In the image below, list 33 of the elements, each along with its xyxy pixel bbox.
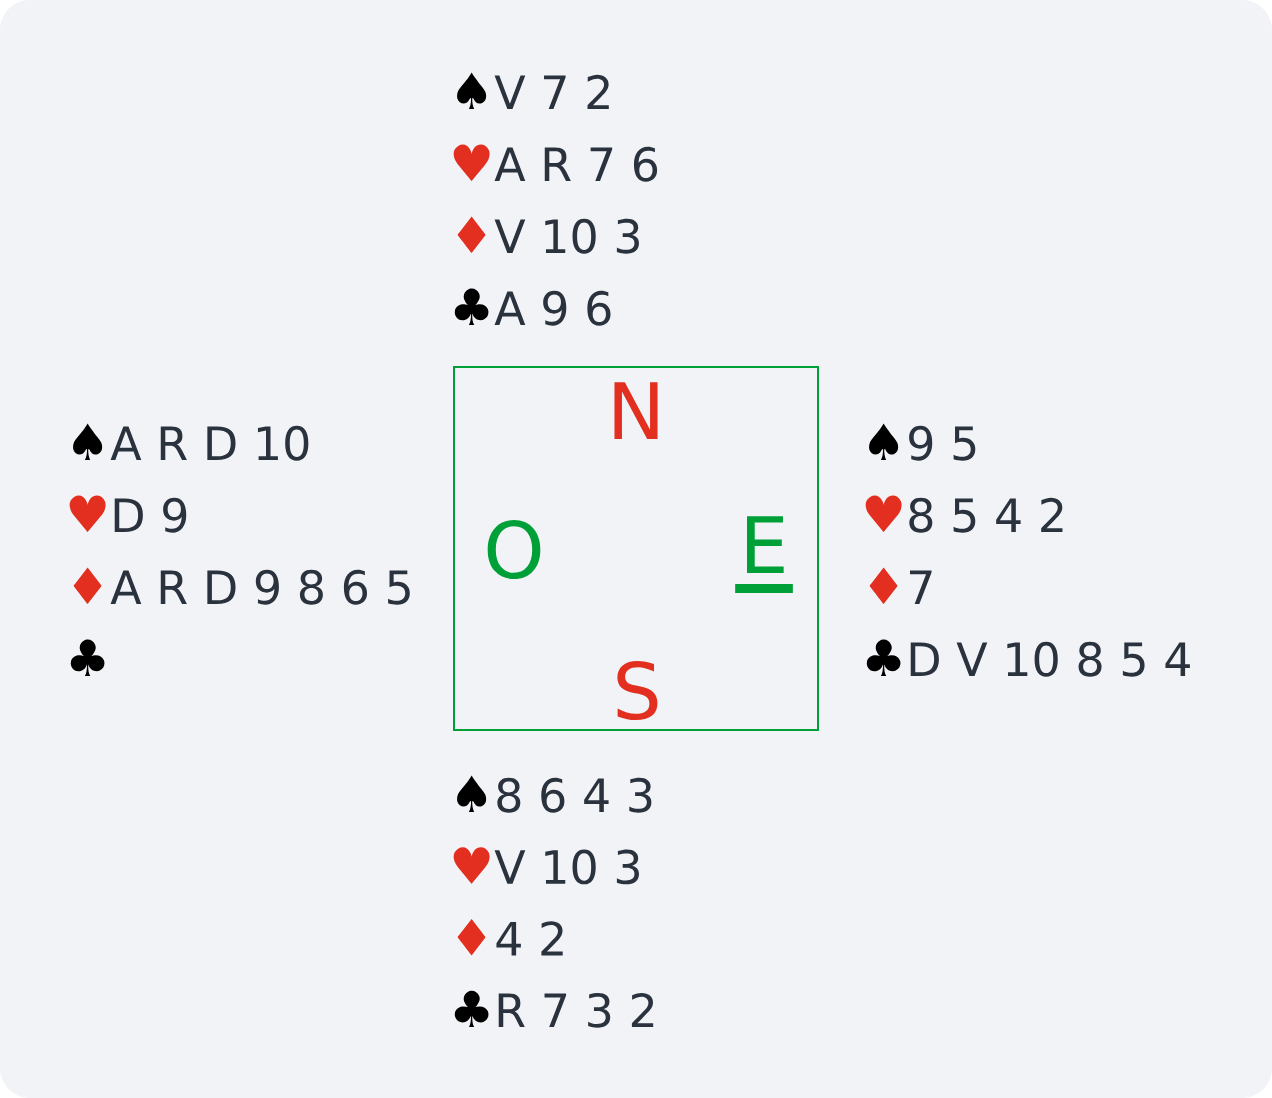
- compass-box: [453, 366, 819, 731]
- suit-symbol: ♦: [869, 567, 898, 604]
- card-ranks: A R D 10: [110, 425, 309, 461]
- suit-symbol: ♥: [69, 495, 106, 532]
- card-ranks: 7: [910, 570, 932, 604]
- card-ranks: V 10 3: [494, 849, 639, 885]
- seat-letter: S: [617, 661, 658, 721]
- seat-letter: O: [487, 520, 541, 580]
- suit-symbol: ♣: [454, 990, 489, 1028]
- card-ranks: R 7 3 2: [498, 992, 654, 1028]
- suit-symbol: ♥: [453, 847, 490, 884]
- suit-symbol: ♠: [457, 72, 487, 109]
- suit-symbol: ♦: [457, 919, 486, 956]
- card-ranks: A R 7 6: [494, 146, 658, 182]
- card-ranks: D V 10 8 5 4: [910, 641, 1190, 677]
- suit-symbol: ♥: [865, 495, 902, 532]
- card-ranks: A R D 9 8 6 5: [110, 569, 410, 605]
- seat-letter: E: [735, 516, 793, 593]
- card-ranks: D 9: [114, 497, 187, 533]
- suit-symbol: ♥: [453, 144, 490, 181]
- card-ranks: 9 5: [909, 425, 976, 461]
- suit-symbol: ♦: [457, 216, 486, 253]
- seat-letter: N: [614, 382, 658, 439]
- card-ranks: 4 2: [496, 921, 563, 956]
- suit-symbol: ♣: [866, 639, 901, 676]
- suit-symbol: ♠: [73, 423, 103, 460]
- card-ranks: V 10 3: [494, 218, 639, 254]
- suit-symbol: ♣: [70, 639, 105, 676]
- suit-symbol: ♦: [73, 567, 102, 604]
- suit-symbol: ♠: [869, 423, 899, 460]
- card-ranks: 8 5 4 2: [909, 497, 1063, 533]
- card-ranks: 8 6 4 3: [497, 777, 652, 813]
- card-ranks: V 7 2: [494, 74, 609, 109]
